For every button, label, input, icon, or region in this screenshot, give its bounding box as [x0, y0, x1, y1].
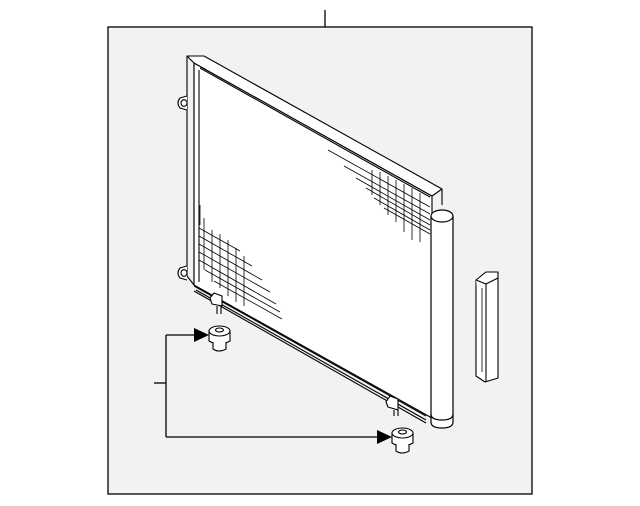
- bushing-icon: [208, 325, 231, 352]
- seal-icon: [475, 271, 499, 383]
- callout-bracket: [154, 334, 378, 438]
- bushing-icon: [391, 427, 414, 454]
- arrow-head-upper-icon: [194, 328, 209, 342]
- condenser-core-icon: [177, 55, 443, 424]
- cylinder-icon: [430, 209, 454, 429]
- arrow-head-lower-icon: [377, 430, 392, 444]
